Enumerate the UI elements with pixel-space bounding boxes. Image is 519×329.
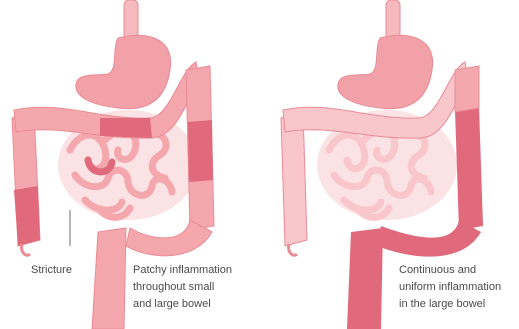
colitis-figure: Continuous and uniform inflammation in t… [259, 0, 519, 329]
inflamed-rectum [347, 228, 383, 329]
esophagus [124, 0, 138, 40]
rectum [92, 228, 126, 329]
inflamed-descending-patch [188, 120, 213, 182]
inflamed-sigmoid-colon [377, 220, 481, 257]
right-caption-line: uniform inflammation [399, 279, 501, 296]
inflamed-descending-colon [455, 106, 483, 230]
left-caption-line: Patchy inflammation [133, 262, 232, 279]
crohns-figure: Stricture Patchy inflammation throughout… [0, 0, 260, 329]
inflamed-ascending-patch [14, 186, 40, 246]
sigmoid-colon [126, 220, 212, 256]
descending-colon-upper [455, 66, 479, 112]
appendix [289, 244, 297, 255]
left-caption-line: throughout small [133, 279, 232, 296]
esophagus [386, 0, 400, 40]
left-caption: Patchy inflammation throughout small and… [133, 262, 232, 313]
right-caption-line: Continuous and [399, 262, 501, 279]
stricture-label: Stricture [31, 262, 72, 279]
stomach [76, 35, 171, 108]
stomach [338, 35, 433, 108]
right-caption-line: in the large bowel [399, 296, 501, 313]
inflamed-transverse-patch [100, 118, 152, 138]
left-caption-line: and large bowel [133, 296, 232, 313]
appendix [22, 244, 30, 255]
right-caption: Continuous and uniform inflammation in t… [399, 262, 501, 313]
